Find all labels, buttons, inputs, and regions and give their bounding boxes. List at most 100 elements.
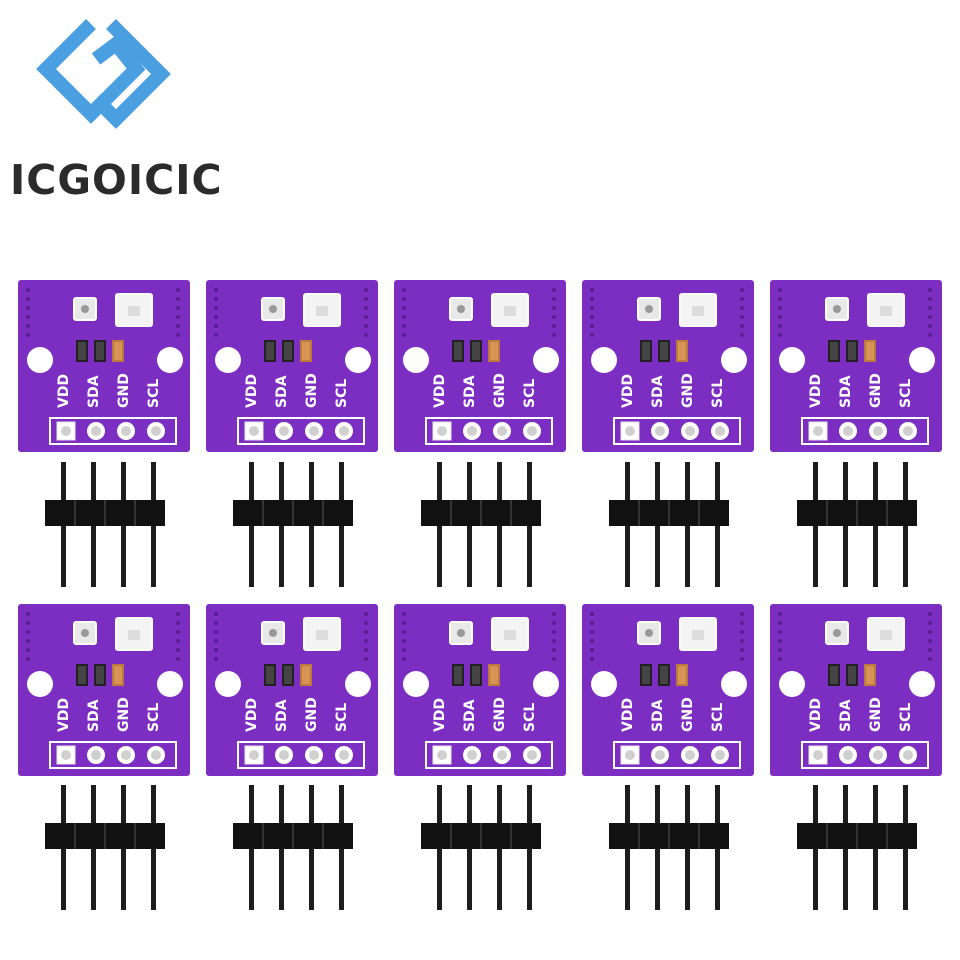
pin-outline	[425, 741, 553, 769]
pin-header	[45, 462, 165, 592]
pin-label-gnd: GND	[304, 373, 320, 408]
pin-label-sda: SDA	[86, 699, 102, 732]
header-graphic	[797, 785, 917, 910]
header-graphic	[233, 785, 353, 910]
pin-label-scl: SCL	[898, 703, 914, 732]
pin-label-sda: SDA	[274, 375, 290, 408]
pin-header	[233, 462, 353, 592]
board-graphic: VDD SDA GND SCL	[770, 280, 942, 452]
smd-resistors	[264, 340, 312, 362]
smd-resistors	[828, 340, 876, 362]
pin-header	[797, 785, 917, 915]
pin-label-vdd: VDD	[56, 698, 72, 732]
smd-resistors	[452, 664, 500, 686]
header-graphic	[421, 462, 541, 587]
pin-header	[421, 785, 541, 915]
pin-label-gnd: GND	[868, 697, 884, 732]
pin-header	[609, 785, 729, 915]
pin-label-vdd: VDD	[244, 374, 260, 408]
header-graphic	[45, 462, 165, 587]
pin-outline	[425, 417, 553, 445]
mount-hole-left	[403, 347, 429, 373]
smd-resistors	[76, 340, 124, 362]
smd-resistors	[452, 340, 500, 362]
board-graphic: VDD SDA GND SCL	[18, 604, 190, 776]
pin-label-scl: SCL	[522, 379, 538, 408]
pin-label-gnd: GND	[680, 697, 696, 732]
pin-label-gnd: GND	[304, 697, 320, 732]
brand-logo-icon	[36, 19, 171, 129]
header-graphic	[45, 785, 165, 910]
pin-header	[609, 462, 729, 592]
board-graphic: VDD SDA GND SCL	[206, 280, 378, 452]
mount-hole-right	[345, 671, 371, 697]
pin-outline	[801, 741, 929, 769]
pin-header	[797, 462, 917, 592]
mount-hole-right	[533, 347, 559, 373]
header-graphic	[609, 462, 729, 587]
brand-name: ICGOICIC	[10, 156, 223, 204]
pin-label-scl: SCL	[334, 379, 350, 408]
pin-outline	[237, 741, 365, 769]
mount-hole-right	[345, 347, 371, 373]
pin-label-gnd: GND	[116, 373, 132, 408]
brand-logo: ICGOICIC	[8, 8, 228, 204]
mount-hole-left	[215, 347, 241, 373]
pin-label-sda: SDA	[462, 699, 478, 732]
mount-hole-right	[909, 671, 935, 697]
pin-label-scl: SCL	[898, 379, 914, 408]
header-graphic	[609, 785, 729, 910]
pin-label-scl: SCL	[146, 703, 162, 732]
header-graphic	[421, 785, 541, 910]
pin-label-sda: SDA	[86, 375, 102, 408]
pin-label-gnd: GND	[868, 373, 884, 408]
pin-label-sda: SDA	[838, 375, 854, 408]
mount-hole-right	[157, 347, 183, 373]
pin-label-scl: SCL	[522, 703, 538, 732]
pin-label-vdd: VDD	[432, 698, 448, 732]
pin-label-vdd: VDD	[808, 374, 824, 408]
pin-label-sda: SDA	[650, 699, 666, 732]
pin-label-scl: SCL	[334, 703, 350, 732]
mount-hole-left	[779, 347, 805, 373]
mount-hole-left	[779, 671, 805, 697]
pin-label-sda: SDA	[462, 375, 478, 408]
pin-label-sda: SDA	[274, 699, 290, 732]
board-graphic: VDD SDA GND SCL	[394, 604, 566, 776]
pin-label-gnd: GND	[680, 373, 696, 408]
pin-label-vdd: VDD	[620, 698, 636, 732]
mount-hole-right	[157, 671, 183, 697]
mount-hole-left	[27, 347, 53, 373]
sensor-board: VDD SDA GND SCL	[18, 604, 190, 776]
smd-resistors	[264, 664, 312, 686]
mount-hole-left	[215, 671, 241, 697]
pin-label-gnd: GND	[492, 697, 508, 732]
pin-outline	[613, 741, 741, 769]
pin-header	[421, 462, 541, 592]
pin-label-gnd: GND	[116, 697, 132, 732]
sensor-board: VDD SDA GND SCL	[770, 280, 942, 452]
pin-label-vdd: VDD	[620, 374, 636, 408]
pin-label-sda: SDA	[650, 375, 666, 408]
smd-resistors	[76, 664, 124, 686]
smd-resistors	[640, 340, 688, 362]
pin-outline	[49, 741, 177, 769]
pin-label-scl: SCL	[146, 379, 162, 408]
pin-label-vdd: VDD	[808, 698, 824, 732]
mount-hole-right	[721, 347, 747, 373]
mount-hole-left	[403, 671, 429, 697]
pin-outline	[237, 417, 365, 445]
mount-hole-left	[591, 671, 617, 697]
sensor-board: VDD SDA GND SCL	[206, 280, 378, 452]
header-graphic	[797, 462, 917, 587]
